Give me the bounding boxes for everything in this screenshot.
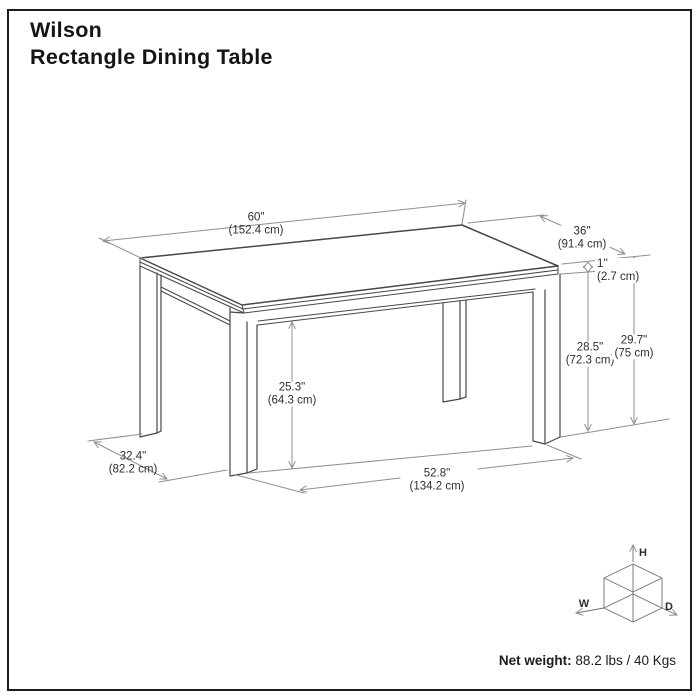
dim-base-length-a	[300, 477, 401, 490]
apron	[160, 286, 536, 326]
dim-length-inches: 60"	[247, 211, 265, 224]
thickness-arrow-up	[583, 261, 593, 268]
ext-floor-right	[560, 418, 670, 438]
ext-depth-back	[467, 214, 545, 224]
height-axis-label: H	[639, 547, 647, 559]
depth-axis	[661, 607, 677, 615]
tabletop-top-face	[139, 224, 559, 306]
dim-height-inches: 29.7"	[620, 334, 648, 347]
dim-underside-inches: 28.5"	[576, 341, 604, 354]
ext-base-depth-front	[158, 469, 228, 483]
ext-base-length-right	[546, 444, 582, 460]
dim-base-length-cm: (134.2 cm)	[409, 480, 465, 492]
dim-thickness-cm: (2.7 cm)	[597, 270, 640, 283]
net-weight-label: Net weight:	[498, 653, 572, 668]
dim-depth-cm: (91.4 cm)	[557, 238, 607, 250]
thickness-arrow-down	[583, 266, 593, 273]
net-weight-value: 88.2 lbs / 40 Kgs	[571, 653, 676, 668]
leg-front-left	[229, 307, 258, 477]
dim-label-top-thickness: 1'' (2.7 cm)	[595, 258, 642, 283]
dim-clearance-cm: (64.3 cm)	[267, 394, 317, 406]
dim-base-length-b	[477, 458, 573, 470]
dim-depth-inches: 36"	[573, 225, 591, 238]
axis-cube-labels: H W D	[579, 547, 673, 613]
product-title-line1: Wilson	[30, 18, 103, 42]
product-title: Wilson Rectangle Dining Table	[30, 17, 273, 71]
ext-base-depth-back	[87, 433, 143, 442]
width-axis	[576, 607, 605, 613]
leg-rear-right	[442, 299, 467, 403]
dim-label-base-depth: 32.4" (82.2 cm)	[109, 451, 158, 476]
dim-length	[103, 203, 465, 241]
dim-underside-cm: (72.3 cm)	[565, 354, 615, 366]
dim-base-depth-inches: 32.4"	[119, 450, 147, 463]
dim-label-length: 60" (152.4 cm)	[229, 212, 284, 237]
dim-base-depth	[94, 442, 167, 479]
dim-length-cm: (152.4 cm)	[228, 224, 284, 236]
leg-front-right	[532, 273, 561, 445]
dim-height-cm: (75 cm)	[614, 347, 654, 359]
table-drawing	[139, 224, 561, 477]
ext-base-length-left	[235, 474, 305, 494]
dim-label-underside-height: 28.5" (72.3 cm)	[562, 341, 618, 367]
dim-label-base-length: 52.8" (134.2 cm)	[410, 468, 465, 493]
dim-label-clearance: 25.3" (64.3 cm)	[264, 381, 320, 407]
dim-thickness-inches: 1''	[597, 258, 608, 270]
leg-rear-left	[139, 265, 162, 438]
dim-base-depth-cm: (82.2 cm)	[108, 463, 158, 475]
dim-label-overall-height: 29.7" (75 cm)	[611, 334, 657, 360]
depth-axis-label: D	[665, 601, 673, 613]
dim-base-length-inches: 52.8"	[423, 467, 451, 480]
axis-cube-icon	[576, 545, 677, 623]
ext-top-underside	[560, 270, 602, 275]
net-weight: Net weight: 88.2 lbs / 40 Kgs	[499, 653, 676, 668]
floor-line-front	[248, 445, 533, 474]
dim-label-depth: 36" (91.4 cm)	[554, 225, 610, 251]
dim-clearance-inches: 25.3"	[278, 381, 306, 394]
width-axis-label: W	[579, 598, 590, 610]
product-title-line2: Rectangle Dining Table	[30, 45, 273, 69]
